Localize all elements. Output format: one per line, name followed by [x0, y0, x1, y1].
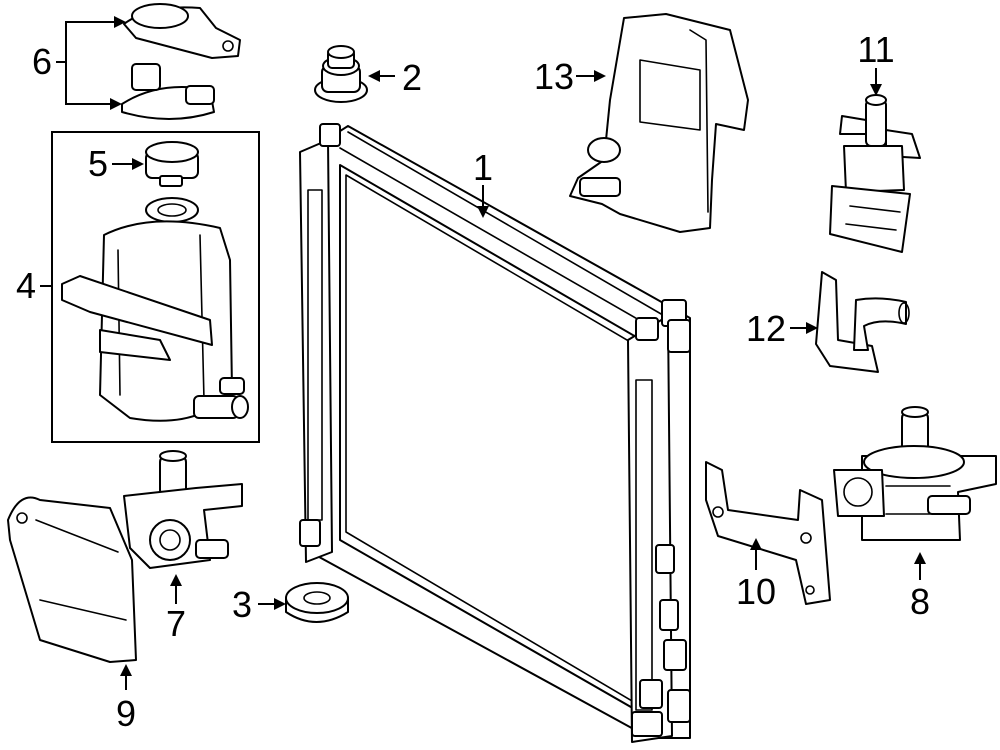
callout-8: 8	[910, 581, 930, 622]
electric-water-pump-part	[123, 450, 243, 569]
arrow-12	[806, 322, 818, 334]
callout-12: 12	[746, 308, 786, 349]
callout-9: 9	[116, 693, 136, 734]
arrow-7	[170, 574, 182, 586]
arrow-3	[274, 598, 286, 610]
callout-7: 7	[166, 603, 186, 644]
reservoir-cap-part	[145, 141, 199, 187]
cap-assembly-part	[121, 3, 241, 120]
pump-bracket-part	[705, 461, 831, 605]
drain-plug-part	[314, 45, 368, 103]
mount-grommet-part	[285, 582, 349, 623]
inverter-coolant-tank-part	[569, 13, 749, 233]
hose-bracket-part	[815, 271, 910, 373]
radiator-part	[299, 123, 691, 743]
callout-6: 6	[32, 41, 52, 82]
callout-2: 2	[402, 57, 422, 98]
callout-1: 1	[473, 147, 493, 188]
arrow-2	[368, 70, 380, 82]
arrow-6a	[114, 16, 126, 28]
arrow-5	[132, 158, 144, 170]
arrow-13	[594, 70, 606, 82]
callout-13: 13	[534, 56, 574, 97]
callout-10: 10	[736, 571, 776, 612]
arrow-9	[120, 664, 132, 676]
coolant-valve-part	[829, 94, 921, 253]
callout-4: 4	[16, 265, 36, 306]
arrow-11	[870, 84, 882, 96]
callout-3: 3	[232, 584, 252, 625]
arrow-1	[477, 206, 489, 218]
callout-5: 5	[88, 143, 108, 184]
arrow-8	[914, 552, 926, 564]
callout-11: 11	[857, 29, 894, 70]
arrow-10	[750, 538, 762, 550]
auxiliary-water-pump-part	[833, 406, 997, 541]
splash-shield-part	[7, 496, 137, 663]
coolant-reservoir-part	[61, 197, 249, 422]
arrow-6b	[110, 98, 122, 110]
